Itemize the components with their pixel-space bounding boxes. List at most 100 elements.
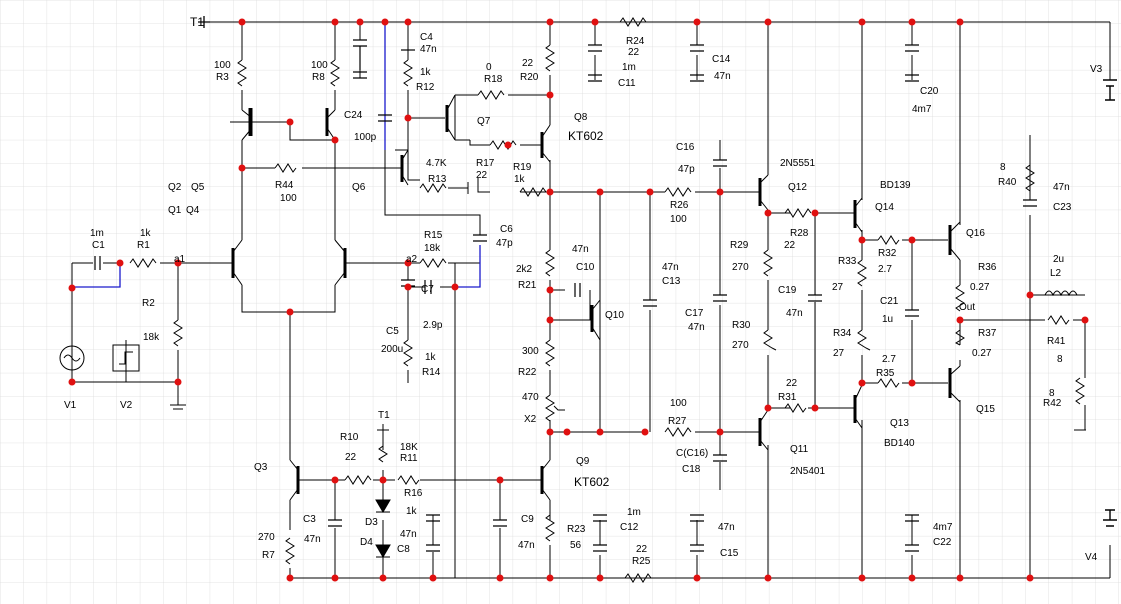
potentiometer-x2[interactable] (545, 394, 565, 422)
junction-nodes (68, 18, 1089, 582)
resistor-r25[interactable] (624, 573, 652, 583)
resistor-r16[interactable] (397, 475, 420, 485)
transistors (228, 94, 961, 501)
resistor-r2[interactable] (173, 319, 183, 347)
resistor-r13[interactable] (419, 183, 447, 193)
capacitor-c9[interactable] (493, 519, 507, 527)
resistor-r14[interactable] (403, 339, 413, 367)
resistor-r15[interactable] (419, 258, 447, 268)
resistor-r42[interactable] (1075, 377, 1085, 405)
capacitor-c11[interactable] (588, 44, 602, 52)
transistor-q10[interactable] (585, 299, 601, 341)
resistor-r20[interactable] (545, 44, 555, 72)
capacitor-c13[interactable] (643, 299, 657, 307)
resistor-r41[interactable] (1047, 315, 1070, 325)
resistor-r17[interactable] (489, 140, 517, 150)
resistor-r28[interactable] (784, 208, 812, 218)
resistor-r3[interactable] (237, 59, 247, 87)
capacitor-c3[interactable] (328, 519, 342, 527)
resistor-r30[interactable] (763, 329, 777, 351)
resistor-r26[interactable] (664, 187, 692, 197)
capacitor-c14b[interactable] (690, 74, 704, 82)
resistor-r44[interactable] (274, 163, 297, 173)
resistor-r31[interactable] (784, 403, 807, 413)
r10-value: 22 (345, 452, 357, 463)
capacitor-c14[interactable] (690, 44, 704, 52)
c15-name: C15 (720, 548, 739, 559)
capacitor-c24b[interactable] (353, 71, 367, 79)
c23-value: 47n (1053, 182, 1070, 193)
resistor-r37[interactable] (954, 329, 965, 346)
transistor-q9[interactable] (540, 459, 551, 501)
diode-d4[interactable] (375, 544, 391, 558)
transistor-q15[interactable] (948, 365, 961, 403)
capacitor-c20[interactable] (905, 44, 919, 52)
resistor-r11[interactable] (378, 445, 388, 463)
capacitor-c17[interactable] (713, 294, 727, 302)
capacitor-c15b[interactable] (690, 514, 704, 522)
r10-name: R10 (340, 432, 359, 443)
resistor-r29[interactable] (763, 249, 773, 277)
capacitor-c12b[interactable] (593, 514, 607, 522)
resistor-r18[interactable] (477, 90, 505, 100)
capacitor-c16[interactable] (713, 159, 727, 167)
transistor-q14[interactable] (853, 197, 863, 233)
capacitor-c11b[interactable] (588, 74, 602, 82)
capacitor-c1[interactable] (94, 256, 101, 270)
transistor-q2[interactable] (230, 108, 253, 141)
transistor-q7[interactable] (445, 94, 456, 141)
battery-v4[interactable] (1103, 509, 1117, 527)
resistor-r19[interactable] (519, 187, 547, 197)
resistor-r32[interactable] (877, 235, 900, 245)
capacitor-c22b[interactable] (905, 514, 919, 522)
resistor-r35[interactable] (877, 378, 900, 388)
resistor-r24[interactable] (619, 17, 647, 27)
capacitor-c8[interactable] (426, 544, 440, 552)
capacitor-c10[interactable] (574, 283, 581, 297)
r35-value: 2.7 (882, 354, 896, 365)
capacitor-c19[interactable] (808, 294, 822, 302)
capacitor-c18[interactable] (713, 454, 727, 462)
resistor-r1[interactable] (129, 258, 157, 268)
capacitor-c15[interactable] (690, 544, 704, 552)
resistor-r40[interactable] (1025, 164, 1035, 192)
capacitor-c24[interactable] (378, 114, 392, 122)
transistor-q4[interactable] (334, 239, 347, 286)
capacitor-c22[interactable] (905, 544, 919, 552)
transistor-q11[interactable] (750, 409, 769, 451)
inductor-l2[interactable] (1044, 290, 1078, 297)
battery-v3[interactable] (1103, 79, 1117, 101)
capacitor-c20b[interactable] (905, 74, 919, 82)
capacitor-c7[interactable] (424, 280, 432, 294)
capacitor-c6[interactable] (473, 234, 487, 242)
transistor-q6[interactable] (395, 149, 409, 186)
resistor-r10[interactable] (344, 475, 372, 485)
resistor-r33[interactable] (857, 259, 867, 287)
transistor-q1[interactable] (228, 239, 243, 286)
c6-value: 47p (496, 238, 513, 249)
transistor-q13[interactable] (853, 384, 863, 429)
transistor-q12[interactable] (752, 174, 769, 211)
resistor-r22[interactable] (545, 339, 555, 367)
capacitor-c8-top[interactable] (353, 39, 367, 70)
resistor-r12[interactable] (403, 59, 413, 87)
resistor-r7[interactable] (285, 537, 295, 565)
diode-d3[interactable] (375, 499, 391, 513)
transistor-q16[interactable] (948, 221, 961, 261)
capacitor-c23[interactable] (1023, 199, 1037, 207)
q12-type: 2N5551 (780, 158, 815, 169)
transistor-q8[interactable] (540, 124, 551, 163)
capacitor-c21[interactable] (905, 309, 919, 317)
x2-name: X2 (524, 414, 537, 425)
r17-name: R17 (476, 158, 495, 169)
q12-label: Q12 (788, 182, 807, 193)
capacitor-c8b[interactable] (426, 514, 440, 522)
transistor-q3[interactable] (289, 459, 303, 501)
resistor-r27[interactable] (664, 427, 692, 437)
capacitor-c12[interactable] (593, 544, 607, 552)
resistor-r21[interactable] (545, 249, 555, 277)
resistor-r34[interactable] (857, 329, 871, 351)
resistor-r23[interactable] (545, 514, 555, 542)
resistor-r36[interactable] (955, 284, 965, 312)
resistor-r8[interactable] (330, 59, 340, 87)
